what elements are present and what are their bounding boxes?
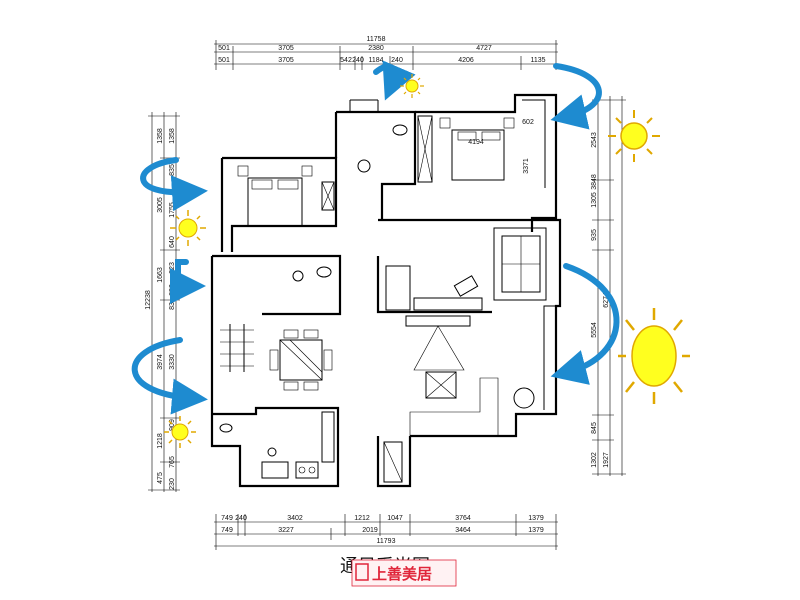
dim-label: 2380 xyxy=(368,45,384,52)
dining-table-icon xyxy=(269,329,333,391)
dim-label: 240 xyxy=(235,515,247,522)
air-flow-arrow-icon xyxy=(170,259,206,304)
dim-label: 1212 xyxy=(354,515,370,522)
bed-icon xyxy=(237,165,313,227)
dim-label: 1047 xyxy=(387,515,403,522)
room-label: 4194 xyxy=(468,139,484,146)
shoe-rack xyxy=(220,324,254,372)
top-dimension-chain: 11758 501 3705 2380 4727 501 3705 542 24… xyxy=(214,36,558,70)
dim-label: 823 xyxy=(169,262,176,274)
dim-label: 1302 xyxy=(591,452,598,468)
bed-icon: 4194 xyxy=(439,117,515,181)
sofa-icon xyxy=(409,227,547,437)
sun-icon xyxy=(170,210,206,246)
dim-label: 3227 xyxy=(278,527,294,534)
sun-icon xyxy=(618,308,690,404)
dim-label: 5554 xyxy=(591,322,598,338)
sun-icon xyxy=(164,416,196,448)
logo-text: 上善美居 xyxy=(372,565,432,583)
brand-logo: 上善美居 xyxy=(351,559,457,587)
entry-cabinet xyxy=(383,441,403,483)
dim-label: 240 xyxy=(352,57,364,64)
stove-icon xyxy=(261,411,335,479)
sun-icon xyxy=(608,110,660,162)
dim-label: 935 xyxy=(591,229,598,241)
dim-label: 3705 xyxy=(278,57,294,64)
dim-label: 909 xyxy=(169,419,176,431)
air-flow-arrow-icon xyxy=(140,157,208,212)
dim-label: 240 xyxy=(391,57,403,64)
air-flow-arrow-icon xyxy=(373,60,416,101)
dim-label: 4727 xyxy=(476,45,492,52)
dim-label: 1927 xyxy=(603,452,610,468)
dim-left-total: 12238 xyxy=(145,290,152,310)
dim-label: 1135 xyxy=(530,57,545,64)
room-label: 3371 xyxy=(523,158,530,174)
dim-label: 1379 xyxy=(528,515,544,522)
air-flow-arrow-icon xyxy=(131,337,208,415)
wardrobe xyxy=(321,115,433,211)
dim-label: 501 xyxy=(218,45,230,52)
dim-label: 6274 xyxy=(603,292,610,308)
air-flow-arrow-icon xyxy=(550,63,602,130)
dim-label: 3005 xyxy=(157,197,164,213)
sink-icon xyxy=(219,124,408,433)
dim-label: 3974 xyxy=(157,354,164,370)
dim-label: 475 xyxy=(157,472,164,484)
dim-label: 1663 xyxy=(157,267,164,283)
dim-top-total: 11758 xyxy=(367,36,386,43)
sun-icon xyxy=(400,74,424,98)
dim-bottom-total: 11793 xyxy=(377,538,396,545)
dim-label: 3464 xyxy=(455,527,471,534)
dim-label: 3330 xyxy=(169,354,176,370)
dim-label: 3848 xyxy=(591,174,598,190)
dim-label: 1218 xyxy=(157,433,164,449)
dim-label: 4206 xyxy=(458,57,474,64)
dim-label: 2019 xyxy=(362,527,378,534)
tv-cabinet xyxy=(385,265,483,399)
dim-label: 3764 xyxy=(455,515,471,522)
dim-label: 1755 xyxy=(169,202,176,218)
dim-label: 230 xyxy=(169,478,176,490)
dim-label: 1358 xyxy=(157,128,164,144)
air-flow-arrow-icon xyxy=(550,263,620,385)
toilet-icon xyxy=(292,159,371,282)
dim-label: 542 xyxy=(340,57,352,64)
dim-label: 1358 xyxy=(169,128,176,144)
dim-label: 765 xyxy=(169,456,176,468)
dim-label: 2543 xyxy=(591,132,598,148)
bottom-dimension-chain: 749 240 3402 1212 1047 3764 1379 749 322… xyxy=(214,514,558,550)
dim-label: 749 xyxy=(221,527,233,534)
dim-label: 1305 xyxy=(591,192,598,208)
dim-label: 835 xyxy=(169,164,176,176)
dim-label: 749 xyxy=(221,515,233,522)
dim-label: 830 xyxy=(169,284,176,296)
dim-label: 83 xyxy=(169,302,176,310)
dim-label: 1379 xyxy=(528,527,544,534)
dim-label: 845 xyxy=(591,422,598,434)
dim-label: 3705 xyxy=(278,45,294,52)
dim-label: 1184 xyxy=(368,57,383,64)
room-label: 602 xyxy=(522,119,534,126)
dim-label: 3402 xyxy=(287,515,303,522)
air-flow-arrows xyxy=(131,60,620,415)
dim-label: 501 xyxy=(218,57,230,64)
dim-label: 640 xyxy=(169,236,176,248)
